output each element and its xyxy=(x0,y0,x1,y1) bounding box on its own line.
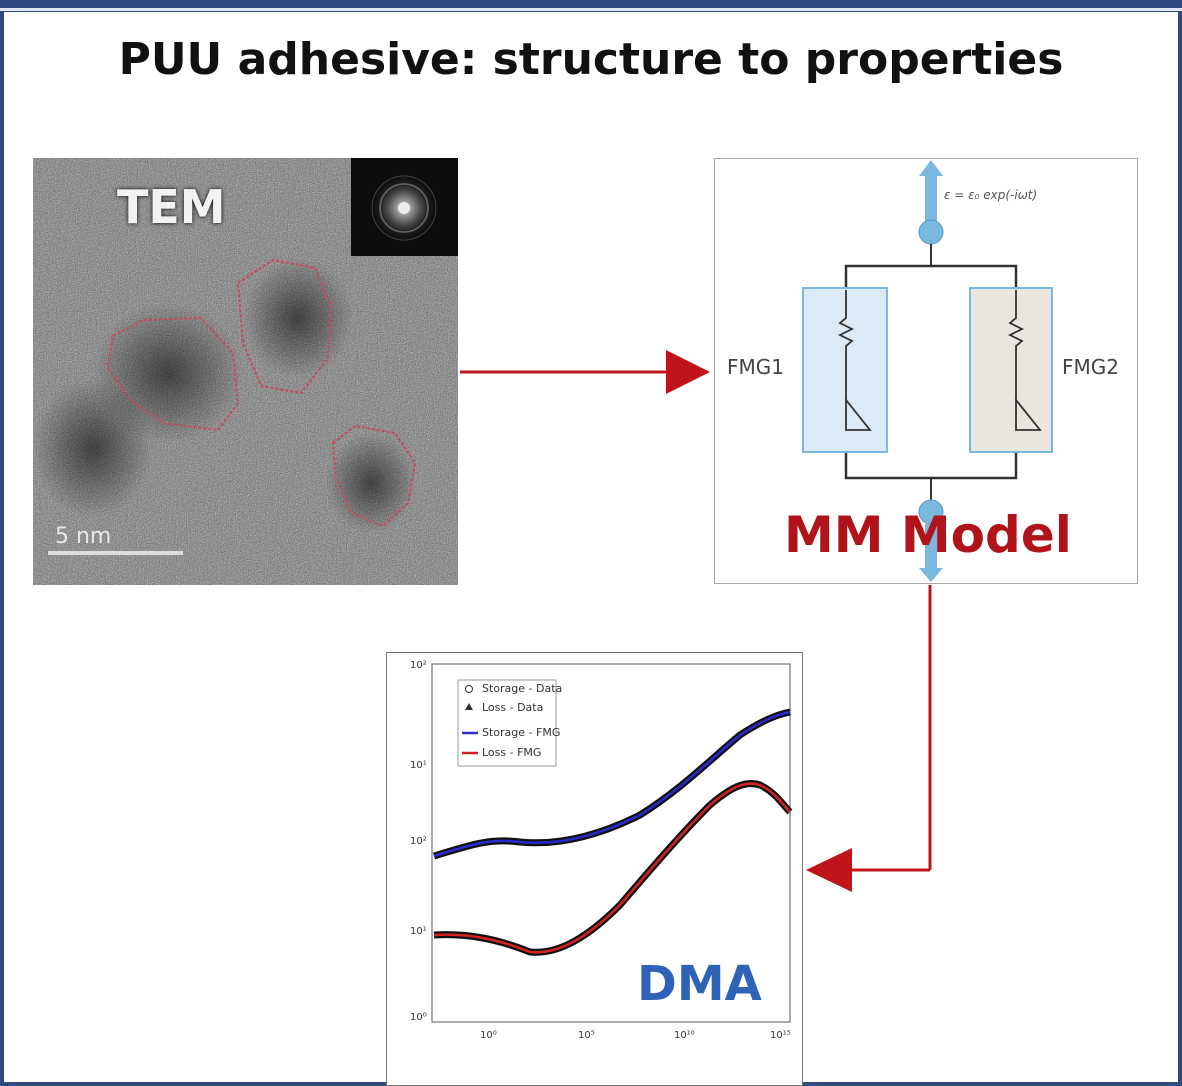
tem-label: TEM xyxy=(117,180,226,234)
tem-dark-domain xyxy=(33,378,153,518)
fmg2-dashpot xyxy=(1015,397,1042,431)
fmg2-spring xyxy=(1007,290,1025,400)
tem-dark-domain xyxy=(326,433,416,533)
dma-plot-frame xyxy=(386,652,803,1086)
legend-box xyxy=(457,679,557,767)
loss-fit-line xyxy=(433,782,791,954)
fmg2-element-box xyxy=(969,287,1053,453)
legend-marker-circle xyxy=(465,685,473,693)
tem-dark-domain xyxy=(243,258,353,378)
frame-highlight xyxy=(0,8,1182,11)
dma-label: DMA xyxy=(637,956,762,1012)
tem-micrograph: TEM 5 nm xyxy=(33,158,458,585)
storage-fit-line xyxy=(433,710,791,858)
fmg1-spring xyxy=(837,290,855,400)
x-tick: 10⁰ xyxy=(480,1030,497,1041)
legend-marker-triangle xyxy=(465,703,473,710)
arrowhead-right xyxy=(666,350,710,394)
scale-bar xyxy=(48,551,183,555)
top-connector xyxy=(918,160,944,266)
legend-loss-data: Loss - Data xyxy=(482,701,544,714)
fmg2-label: FMG2 xyxy=(1062,355,1119,379)
x-tick: 10¹⁰ xyxy=(674,1030,695,1041)
y-tick: 10² xyxy=(410,660,427,671)
legend-storage-data: Storage - Data xyxy=(482,682,563,695)
fmg1-label: FMG1 xyxy=(727,355,784,379)
strain-formula: ε = ε₀ exp(-iωt) xyxy=(944,188,1038,202)
x-tick: 10⁵ xyxy=(578,1030,595,1041)
domain-outline xyxy=(331,424,417,528)
x-tick: 10¹⁵ xyxy=(770,1030,791,1041)
fmg1-dashpot xyxy=(845,397,872,431)
loss-data-points xyxy=(433,780,793,956)
legend-storage-fit: Storage - FMG xyxy=(482,726,561,739)
diffraction-inset xyxy=(351,158,458,256)
page-title: PUU adhesive: structure to properties xyxy=(118,34,1064,85)
y-tick: 10¹ xyxy=(410,760,427,771)
legend-loss-fit: Loss - FMG xyxy=(482,746,542,759)
arrowhead-left xyxy=(806,848,852,892)
scale-bar-label: 5 nm xyxy=(55,524,112,549)
bottom-connector xyxy=(918,478,944,582)
y-tick: 10² xyxy=(410,836,427,847)
plot-axes xyxy=(431,663,791,1023)
y-tick: 10¹ xyxy=(410,926,427,937)
domain-outline xyxy=(236,258,333,395)
fmg1-element-box xyxy=(802,287,888,453)
y-tick: 10⁰ xyxy=(410,1012,427,1023)
domain-outline xyxy=(106,316,240,432)
model-label: MM Model xyxy=(784,506,1072,564)
